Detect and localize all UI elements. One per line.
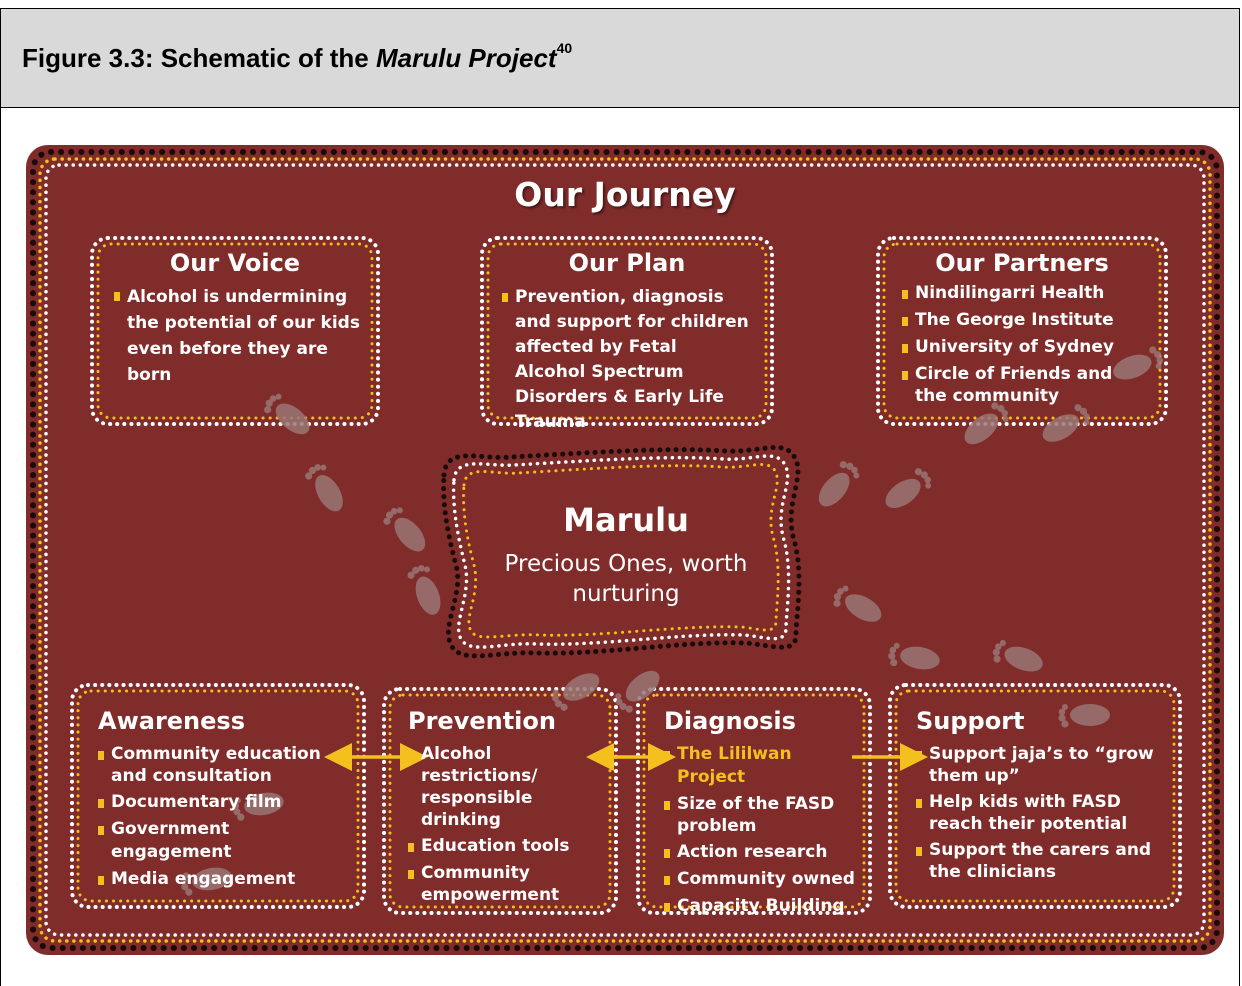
voice-list: Alcohol is undermining the potential of … — [114, 284, 366, 392]
support-list: Support jaja’s to “grow them up” Help ki… — [916, 743, 1156, 887]
partners-heading: Our Partners — [935, 249, 1109, 277]
partners-item: The George Institute — [902, 309, 1146, 332]
diagnosis-item: Action research — [664, 841, 864, 864]
diagnosis-list: The Lililwan Project Size of the FASD pr… — [664, 743, 864, 922]
box-border-prevention — [382, 687, 618, 915]
plan-item: Prevention, diagnosis and support for ch… — [502, 285, 750, 435]
support-item: Help kids with FASD reach their potentia… — [916, 791, 1156, 835]
partners-item: Nindilingarri Health — [902, 282, 1146, 305]
box-border-plan — [480, 236, 774, 426]
voice-item: Alcohol is undermining the potential of … — [114, 284, 366, 388]
box-border-support — [888, 683, 1182, 909]
diagnosis-item: Capacity Building — [664, 895, 864, 918]
partners-list: Nindilingarri Health The George Institut… — [902, 282, 1146, 411]
figure-frame — [0, 8, 1240, 986]
marulu-subtitle: Precious Ones, worth nurturing — [504, 551, 748, 607]
plan-heading: Our Plan — [568, 249, 686, 277]
prevention-list: Alcohol restrictions/ responsible drinki… — [408, 743, 608, 910]
prevention-item: Community empowerment — [408, 862, 608, 906]
awareness-list: Community education and consultation Doc… — [98, 743, 338, 895]
diagram-title: Our Journey — [514, 175, 736, 214]
dotted-decoration — [30, 149, 1220, 951]
prevention-item: Alcohol restrictions/ responsible drinki… — [408, 743, 608, 831]
awareness-heading: Awareness — [98, 707, 245, 735]
center-frame — [441, 444, 802, 659]
partners-item: University of Sydney — [902, 336, 1146, 359]
diagnosis-item: Size of the FASD problem — [664, 793, 864, 837]
marulu-title: Marulu — [563, 501, 689, 539]
figure-title: Figure 3.3: Schematic of the Marulu Proj… — [22, 40, 573, 73]
awareness-item: Documentary film — [98, 791, 338, 814]
awareness-item: Media engagement — [98, 868, 338, 891]
awareness-item: Community education and consultation — [98, 743, 338, 787]
awareness-item: Government engagement — [98, 818, 338, 864]
figure-header — [1, 9, 1239, 108]
voice-heading: Our Voice — [169, 249, 301, 277]
support-heading: Support — [916, 707, 1025, 735]
plan-list: Prevention, diagnosis and support for ch… — [502, 285, 750, 439]
diagnosis-heading: Diagnosis — [664, 707, 796, 735]
diagnosis-item: Community owned — [664, 868, 864, 891]
box-border-partners — [876, 236, 1168, 426]
diagnosis-item: The Lililwan Project — [664, 743, 864, 789]
prevention-heading: Prevention — [408, 707, 556, 735]
journey-board: Our Journey Our Voice Alcohol is undermi… — [26, 145, 1224, 955]
support-item: Support jaja’s to “grow them up” — [916, 743, 1156, 787]
prevention-item: Education tools — [408, 835, 608, 858]
partners-item: Circle of Friends and the community — [902, 363, 1146, 407]
box-border-awareness — [70, 683, 366, 909]
support-item: Support the carers and the clinicians — [916, 839, 1156, 883]
box-border-diagnosis — [636, 687, 872, 915]
box-border-voice — [90, 236, 380, 426]
